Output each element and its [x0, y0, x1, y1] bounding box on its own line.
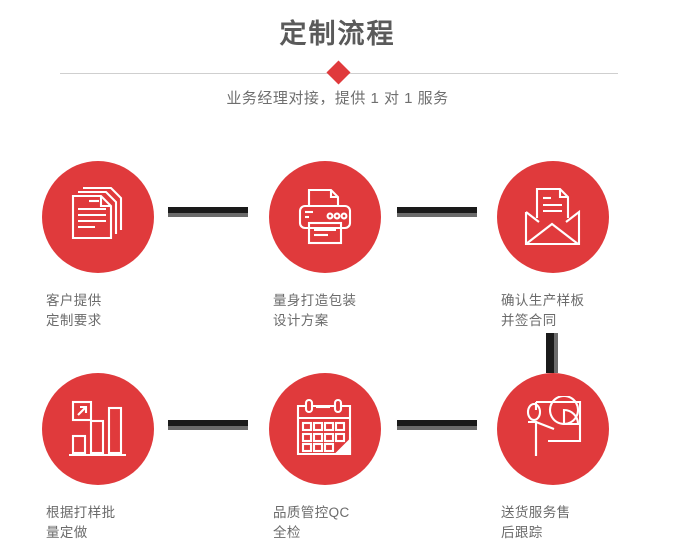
step-3-label: 确认生产样板 并签合同: [501, 293, 585, 328]
connector-shadow: [168, 213, 248, 217]
process-step-3[interactable]: 确认生产样板 并签合同: [473, 161, 633, 331]
step-2-label: 量身打造包装 设计方案: [273, 293, 357, 328]
step-1-circle: [42, 161, 154, 273]
bar-chart-growth-icon: [65, 396, 131, 462]
process-step-1[interactable]: 客户提供 定制要求: [18, 161, 178, 331]
connector-bar: [168, 420, 248, 426]
connector-2-3: [397, 207, 477, 217]
step-4-circle: [42, 373, 154, 485]
presenter-piechart-icon: [520, 396, 586, 462]
connector-3-6: [546, 333, 558, 373]
step-1-label: 客户提供 定制要求: [46, 293, 102, 328]
connector-bar: [397, 207, 477, 213]
connector-5-6: [397, 420, 477, 430]
step-6-label: 送货服务售 后跟踪: [501, 505, 571, 540]
connector-shadow: [397, 213, 477, 217]
step-4-label: 根据打样批 量定做: [46, 505, 116, 540]
connector-1-2: [168, 207, 248, 217]
envelope-letter-icon: [520, 184, 586, 250]
process-step-6[interactable]: 送货服务售 后跟踪: [473, 373, 633, 543]
connector-shadow: [168, 426, 248, 430]
step-6-circle: [497, 373, 609, 485]
connector-4-5: [168, 420, 248, 430]
connector-bar: [168, 207, 248, 213]
page-subtitle: 业务经理对接，提供 1 对 1 服务: [226, 90, 449, 107]
process-step-5[interactable]: 品质管控QC 全检: [245, 373, 405, 543]
step-5-label: 品质管控QC 全检: [273, 505, 350, 540]
calendar-check-icon-wrap: [269, 373, 381, 485]
step-2-circle: [269, 161, 381, 273]
connector-shadow: [554, 333, 558, 373]
page-title: 定制流程: [279, 19, 396, 49]
printer-icon: [292, 184, 358, 250]
connector-bar: [546, 333, 554, 373]
process-step-2[interactable]: 量身打造包装 设计方案: [245, 161, 405, 331]
calendar-check-icon: [292, 396, 358, 462]
documents-stack-icon: [65, 184, 131, 250]
step-3-circle: [497, 161, 609, 273]
diamond-marker-icon: [326, 60, 351, 85]
connector-bar: [397, 420, 477, 426]
process-step-4[interactable]: 根据打样批 量定做: [18, 373, 178, 543]
connector-shadow: [397, 426, 477, 430]
